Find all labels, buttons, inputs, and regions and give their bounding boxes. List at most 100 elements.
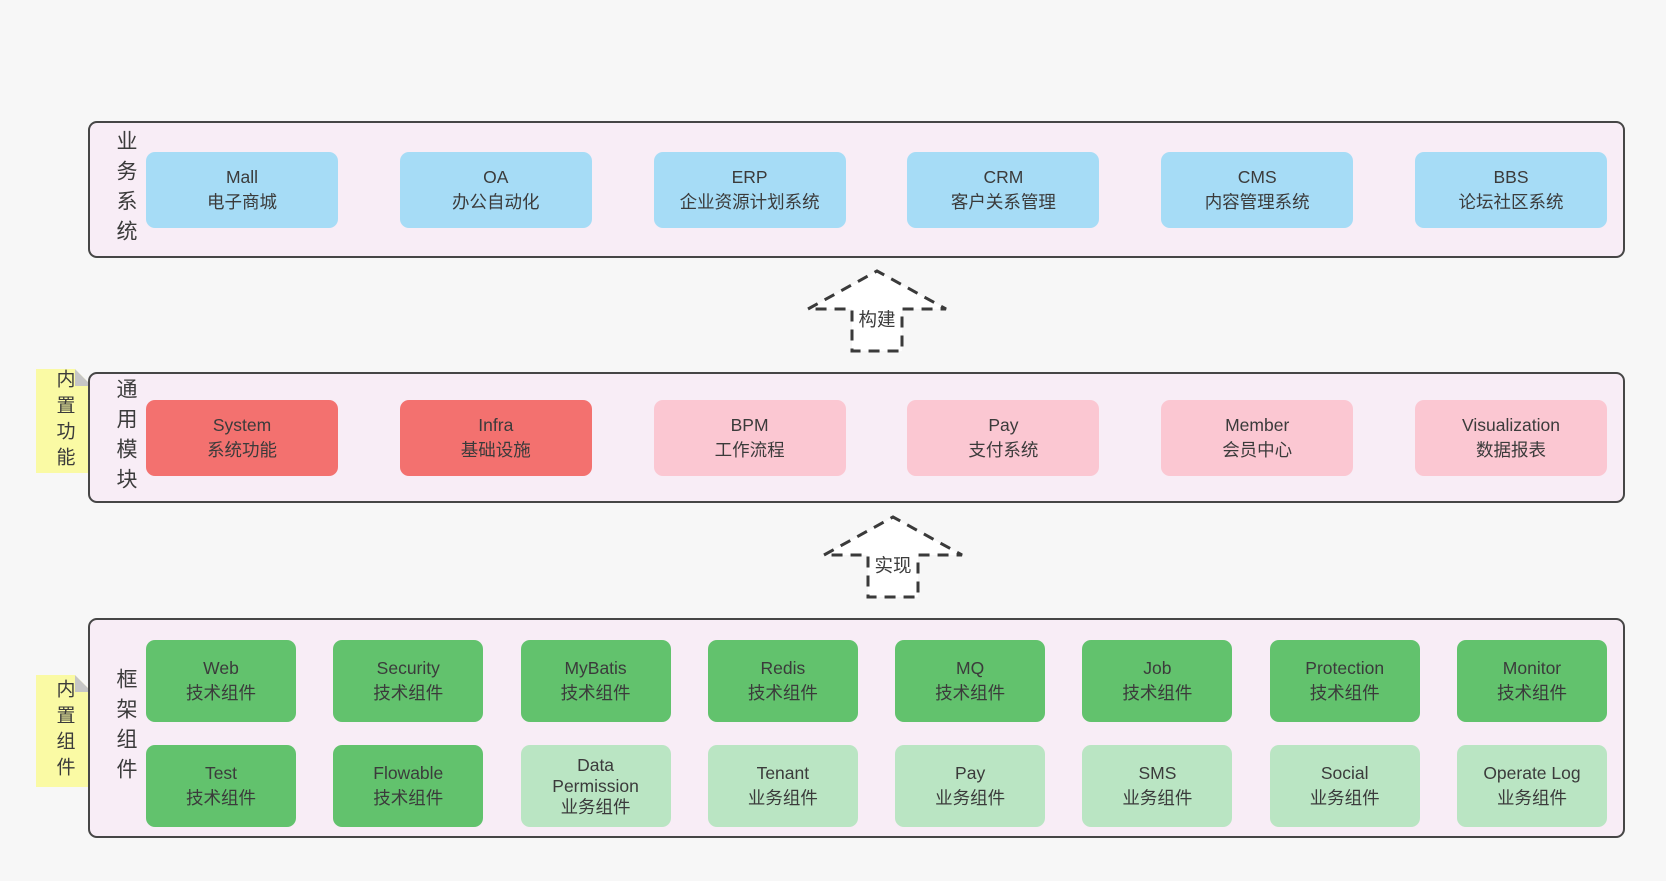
box-tenant-subtitle: 业务组件 [747, 788, 818, 808]
box-system: System 系统功能 [146, 399, 338, 476]
common-modules-row: System 系统功能 Infra 基础设施 BPM 工作流程 Pay 支付系统… [146, 399, 1607, 476]
box-cms-subtitle: 内容管理系统 [1204, 191, 1310, 212]
box-member-subtitle: 会员中心 [1222, 439, 1293, 460]
box-test-subtitle: 技术组件 [186, 788, 256, 808]
box-infra-title: Infra [478, 414, 514, 435]
box-sms-title: SMS [1138, 763, 1177, 783]
box-visualization: Visualization 数据报表 [1414, 399, 1607, 476]
box-protection-subtitle: 技术组件 [1309, 683, 1380, 703]
box-flowable-title: Flowable [373, 763, 444, 783]
band-business-systems: 业务系统 Mall 电子商城 OA 办公自动化 ERP 企业资源计划系统 CRM… [88, 121, 1625, 258]
box-data-permission-subtitle: 业务组件 [560, 796, 631, 817]
up-arrow-implement: 实现 [821, 514, 965, 600]
box-flowable-subtitle: 技术组件 [373, 788, 444, 808]
box-erp-title: ERP [731, 166, 768, 187]
box-data-permission: Data Permission 业务组件 [520, 745, 671, 827]
note-built-in-features-label: 内置功能 [53, 369, 75, 473]
up-arrow-build: 构建 [805, 268, 949, 354]
band-business-systems-label: 业务系统 [114, 129, 137, 250]
box-mall-subtitle: 电子商城 [207, 191, 277, 212]
box-erp: ERP 企业资源计划系统 [653, 151, 846, 228]
arrow-implement-label: 实现 [872, 552, 914, 578]
framework-components-row-2: Test 技术组件 Flowable 技术组件 Data Permission … [146, 745, 1607, 827]
box-mq-subtitle: 技术组件 [935, 683, 1006, 703]
band-common-modules-label: 通用模块 [114, 377, 137, 498]
box-operate-log: Operate Log 业务组件 [1456, 745, 1607, 827]
box-mq: MQ 技术组件 [895, 640, 1046, 722]
box-oa-title: OA [483, 166, 509, 187]
box-cms: CMS 内容管理系统 [1161, 151, 1354, 228]
sticky-note-built-in-components: 内置组件 [36, 675, 92, 787]
box-crm: CRM 客户关系管理 [907, 151, 1100, 228]
box-tenant-title: Tenant [756, 763, 810, 783]
box-pay-module-title: Pay [988, 414, 1019, 435]
box-redis-title: Redis [760, 658, 806, 678]
box-sms: SMS 业务组件 [1082, 745, 1233, 827]
box-erp-subtitle: 企业资源计划系统 [679, 191, 820, 212]
box-social: Social 业务组件 [1269, 745, 1420, 827]
box-job: Job 技术组件 [1082, 640, 1233, 722]
box-mybatis-subtitle: 技术组件 [560, 683, 631, 703]
box-job-title: Job [1143, 658, 1172, 678]
box-mall-title: Mall [225, 166, 259, 187]
box-mybatis: MyBatis 技术组件 [520, 640, 671, 722]
box-bpm-subtitle: 工作流程 [714, 439, 785, 460]
arrow-build-label: 构建 [856, 306, 898, 332]
box-operate-log-title: Operate Log [1483, 763, 1581, 783]
framework-components-rows: Web 技术组件 Security 技术组件 MyBatis 技术组件 Redi… [146, 640, 1607, 827]
box-social-title: Social [1320, 763, 1369, 783]
box-pay-module: Pay 支付系统 [907, 399, 1100, 476]
box-tenant: Tenant 业务组件 [707, 745, 858, 827]
box-pay-module-subtitle: 支付系统 [968, 439, 1039, 460]
box-cms-title: CMS [1237, 166, 1277, 187]
framework-components-row-1: Web 技术组件 Security 技术组件 MyBatis 技术组件 Redi… [146, 640, 1607, 722]
box-member-title: Member [1225, 414, 1290, 435]
box-crm-title: CRM [983, 166, 1024, 187]
box-security-subtitle: 技术组件 [373, 683, 444, 703]
box-bbs: BBS 论坛社区系统 [1414, 151, 1607, 228]
box-pay-component-subtitle: 业务组件 [935, 788, 1006, 808]
box-pay-component-title: Pay [955, 763, 986, 783]
box-sms-subtitle: 业务组件 [1122, 788, 1193, 808]
box-protection: Protection 技术组件 [1269, 640, 1420, 722]
box-infra: Infra 基础设施 [399, 399, 592, 476]
box-mq-title: MQ [956, 658, 985, 678]
box-mall: Mall 电子商城 [146, 151, 338, 228]
box-operate-log-subtitle: 业务组件 [1496, 788, 1567, 808]
box-flowable: Flowable 技术组件 [333, 745, 484, 827]
box-visualization-title: Visualization [1462, 414, 1560, 435]
box-system-title: System [212, 414, 272, 435]
box-test: Test 技术组件 [146, 745, 296, 827]
box-redis-subtitle: 技术组件 [747, 683, 818, 703]
box-security: Security 技术组件 [333, 640, 484, 722]
note-built-in-components-label: 内置组件 [53, 679, 75, 783]
box-bpm-title: BPM [730, 414, 769, 435]
box-monitor: Monitor 技术组件 [1456, 640, 1607, 722]
box-bbs-title: BBS [1493, 166, 1529, 187]
box-system-subtitle: 系统功能 [207, 439, 277, 460]
box-redis: Redis 技术组件 [707, 640, 858, 722]
box-web-title: Web [203, 658, 239, 678]
box-mybatis-title: MyBatis [564, 658, 627, 678]
box-visualization-subtitle: 数据报表 [1475, 439, 1546, 460]
box-infra-subtitle: 基础设施 [460, 439, 531, 460]
box-pay-component: Pay 业务组件 [895, 745, 1046, 827]
box-oa: OA 办公自动化 [399, 151, 592, 228]
box-monitor-title: Monitor [1502, 658, 1562, 678]
box-web: Web 技术组件 [146, 640, 296, 722]
box-test-title: Test [204, 763, 238, 783]
box-oa-subtitle: 办公自动化 [452, 191, 540, 212]
box-monitor-subtitle: 技术组件 [1496, 683, 1567, 703]
box-security-title: Security [376, 658, 440, 678]
box-social-subtitle: 业务组件 [1309, 788, 1380, 808]
box-crm-subtitle: 客户关系管理 [950, 191, 1056, 212]
box-member: Member 会员中心 [1161, 399, 1354, 476]
band-common-modules: 通用模块 System 系统功能 Infra 基础设施 BPM 工作流程 Pay… [88, 372, 1625, 503]
business-systems-row: Mall 电子商城 OA 办公自动化 ERP 企业资源计划系统 CRM 客户关系… [146, 151, 1607, 228]
box-protection-title: Protection [1305, 658, 1385, 678]
band-framework-components-label: 框架组件 [114, 668, 137, 788]
box-web-subtitle: 技术组件 [186, 683, 256, 703]
box-data-permission-title: Data Permission [552, 754, 639, 796]
sticky-note-built-in-features: 内置功能 [36, 369, 92, 473]
box-bpm: BPM 工作流程 [653, 399, 846, 476]
